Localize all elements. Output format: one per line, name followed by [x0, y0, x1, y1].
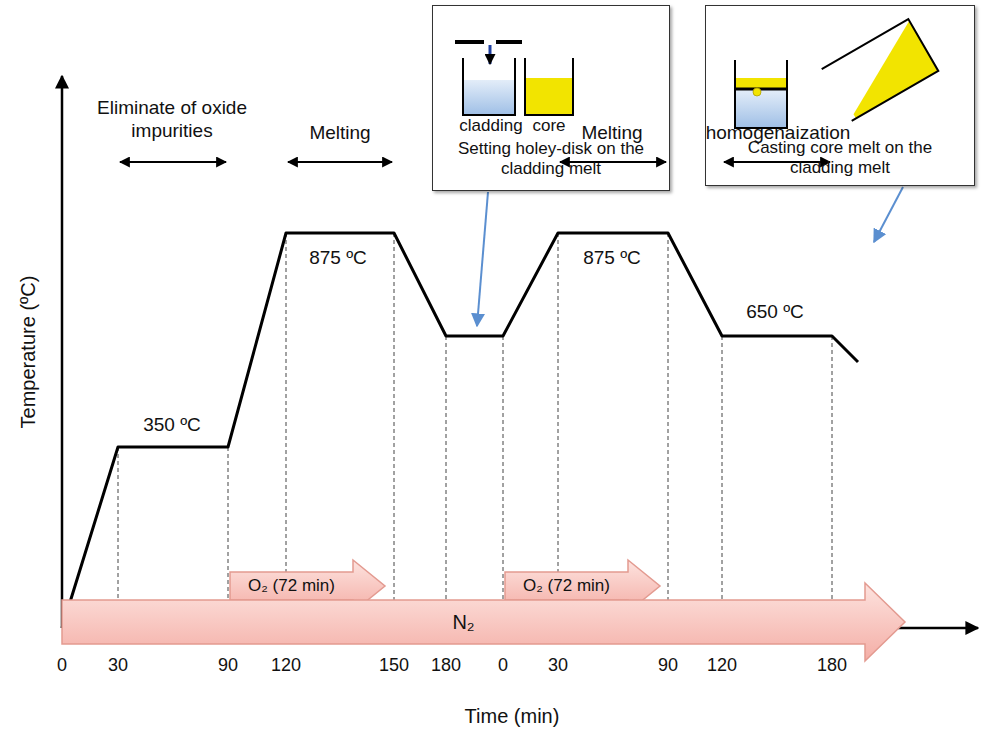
callout-caption: Setting holey-disk on the cladding melt — [441, 139, 661, 180]
gas-label: O₂ (72 min) — [523, 576, 610, 596]
cladding-beaker — [463, 58, 515, 115]
gas-label: N₂ — [452, 611, 474, 634]
core-layer — [735, 78, 787, 88]
dashed-guide — [722, 336, 723, 628]
tick-label: 180 — [817, 655, 847, 677]
callout-illustrations — [455, 19, 938, 128]
vessel-label: cladding — [459, 116, 522, 136]
gas-label: O₂ (72 min) — [248, 576, 335, 596]
temperature-label: 350 ºC — [143, 414, 201, 437]
tick-label: 0 — [57, 655, 67, 677]
temperature-curve — [62, 233, 858, 628]
arrow-shape — [62, 583, 905, 661]
leader-arrows — [477, 187, 903, 326]
callout-caption: Casting core melt on the cladding melt — [714, 138, 966, 179]
temperature-label: 650 ºC — [746, 301, 804, 324]
core-beaker — [525, 58, 573, 115]
holey-disk — [735, 88, 787, 91]
axis-title: Temperature (ºC) — [16, 276, 40, 429]
leader-arrow — [874, 187, 903, 242]
tick-label: 0 — [498, 655, 508, 677]
mould-beaker — [735, 60, 787, 128]
lowering-arrow — [489, 45, 492, 64]
phase-label: Melting — [581, 122, 642, 145]
tick-label: 30 — [548, 655, 568, 677]
tick-label: 90 — [218, 655, 238, 677]
tick-label: 180 — [431, 655, 461, 677]
tick-label: 120 — [271, 655, 301, 677]
phase-arrows — [120, 162, 830, 163]
phase-label: homogenaization — [706, 122, 851, 145]
dashed-guide — [558, 233, 559, 628]
core-drop — [753, 88, 761, 96]
temperature-label: 875 ºC — [583, 247, 641, 270]
dashed-guide — [446, 336, 447, 628]
leader-arrow — [477, 192, 488, 326]
dashed-guide — [394, 233, 395, 628]
phase-double-arrow — [120, 161, 226, 163]
arrow-outline — [62, 583, 905, 661]
holey-disk — [455, 40, 522, 44]
core-liquid — [525, 78, 573, 115]
y-axis — [61, 76, 64, 628]
gas-flow-arrow: N₂ — [62, 583, 905, 661]
dashed-guide — [503, 336, 504, 628]
phase-label: Eliminate of oxide impurities — [90, 97, 255, 143]
phase-label: Melting — [309, 122, 370, 145]
dashed-guide — [668, 233, 669, 628]
tick-label: 150 — [379, 655, 409, 677]
tick-label: 90 — [658, 655, 678, 677]
grid-lines — [118, 233, 832, 628]
axis-title: Time (min) — [465, 704, 560, 728]
callout-box: cladding coreSetting holey-disk on the cl… — [432, 5, 670, 191]
temperature-label: 875 ºC — [309, 247, 367, 270]
dashed-guide — [286, 233, 287, 628]
phase-double-arrow — [288, 161, 392, 163]
tick-label: 120 — [707, 655, 737, 677]
dashed-guide — [832, 336, 833, 628]
callout-box: Casting core melt on the cladding melt — [705, 5, 975, 186]
pouring-vessel — [822, 19, 939, 121]
cladding-liquid — [463, 80, 515, 115]
tick-label: 30 — [108, 655, 128, 677]
vessel-label: core — [532, 116, 565, 136]
